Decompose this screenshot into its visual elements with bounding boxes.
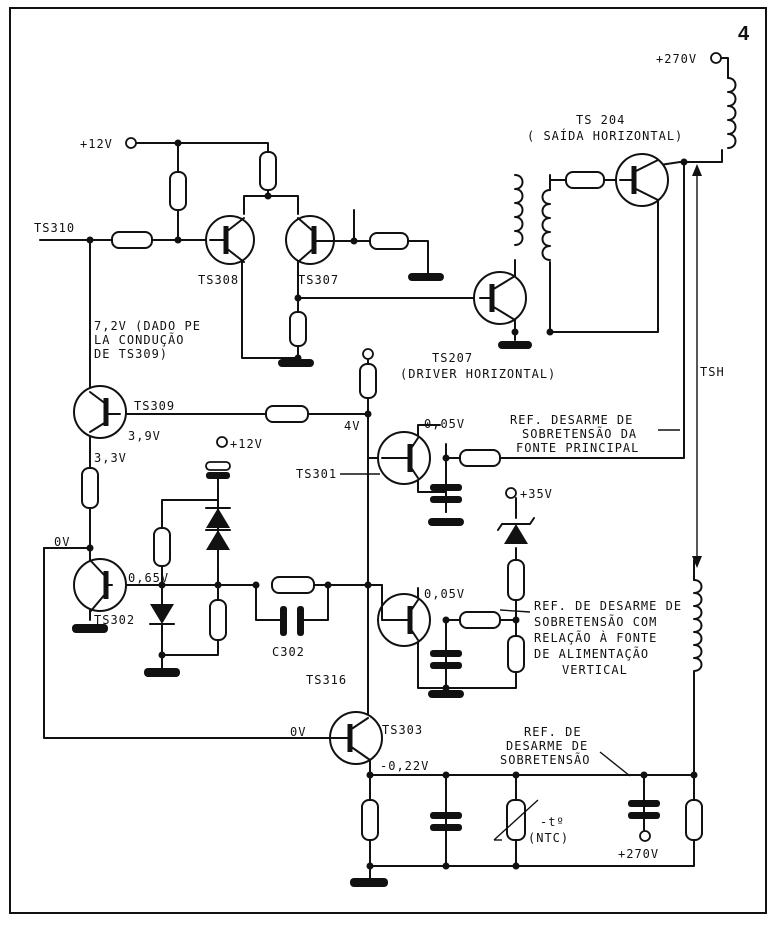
label-ts301: TS301 [296, 467, 337, 481]
resistor [265, 405, 309, 423]
label-ts307: TS307 [298, 273, 339, 287]
note-vert-5: VERTICAL [562, 663, 628, 677]
note-vert-4: DE ALIMENTAÇÃO [534, 646, 649, 661]
figure-frame [9, 7, 767, 914]
note-over-1: REF. DE [524, 725, 582, 739]
resistor [685, 799, 703, 841]
resistor [153, 527, 171, 567]
terminal-35v [505, 487, 517, 499]
label-ts207-desc: (DRIVER HORIZONTAL) [400, 367, 556, 381]
terminal-270v-bottom [639, 830, 651, 842]
label-neg022v: -0,22V [380, 759, 429, 773]
diodes [149, 489, 535, 641]
transistor-ts308 [205, 215, 255, 265]
label-35v: +35V [520, 487, 553, 501]
resistors [81, 151, 703, 841]
note-main-2: SOBRETENSÃO DA [522, 426, 637, 441]
label-ntc-1: -tº [540, 815, 565, 829]
label-0v-b: 0V [290, 725, 306, 739]
coils [514, 77, 737, 672]
note-vert-3: RELAÇÃO À FONTE [534, 630, 657, 645]
label-ts302: TS302 [94, 613, 135, 627]
transistor-ts309 [73, 385, 127, 439]
resistor [271, 576, 315, 594]
label-270v-top: +270V [656, 52, 697, 66]
resistor [459, 611, 501, 629]
note-main-3: FONTE PRINCIPAL [516, 441, 639, 455]
label-0v-a: 0V [54, 535, 70, 549]
label-ts310: TS310 [34, 221, 75, 235]
transistor-ts204 [615, 153, 669, 207]
label-ts204: TS 204 [576, 113, 625, 127]
transistor-ts303 [329, 711, 383, 765]
resistor [361, 799, 379, 841]
label-c302: C302 [272, 645, 305, 659]
resistor [259, 151, 277, 191]
tsh-arrow [692, 164, 702, 568]
note-over-3: SOBRETENSÃO [500, 752, 590, 767]
label-39v: 3,9V [128, 429, 161, 443]
resistor [507, 635, 525, 673]
resistor [81, 467, 99, 509]
label-4v: 4V [344, 419, 360, 433]
transistor-ts301 [377, 431, 431, 485]
label-ntc-2: (NTC) [528, 831, 569, 845]
resistor [289, 311, 307, 347]
resistor [359, 363, 377, 399]
label-12v-top: +12V [80, 137, 113, 151]
note-vert-2: SOBRETENSÃO COM [534, 614, 657, 629]
terminal-270v-top [710, 52, 722, 64]
label-72v-line2: LA CONDUÇÃO [94, 332, 184, 347]
note-main-1: REF. DESARME DE [510, 413, 633, 427]
resistor [507, 559, 525, 601]
label-ts204-desc: ( SAÍDA HORIZONTAL) [527, 128, 683, 143]
label-ts316: TS316 [306, 673, 347, 687]
transistor-ts316 [377, 584, 431, 647]
label-12v-mid: +12V [230, 437, 263, 451]
transistor-ts302 [73, 558, 127, 613]
label-270v-bottom: +270V [618, 847, 659, 861]
note-over-2: DESARME DE [506, 739, 588, 753]
resistor [459, 449, 501, 467]
resistor [209, 599, 227, 641]
label-ts303: TS303 [382, 723, 423, 737]
label-005v-a: 0,05V [424, 417, 465, 431]
transistor-ts307 [285, 215, 335, 265]
capacitors [205, 461, 660, 831]
resistor [369, 232, 409, 250]
resistor [169, 171, 187, 211]
label-005v-b: 0,05V [424, 587, 465, 601]
label-33v: 3,3V [94, 451, 127, 465]
figure-number: 4 [738, 23, 750, 45]
terminal-ts301-supply [362, 348, 374, 360]
resistor [111, 231, 153, 249]
grounds [72, 273, 532, 887]
label-ts207: TS207 [432, 351, 473, 365]
label-72v-line3: DE TS309) [94, 347, 168, 361]
labels: +270V TS 204 ( SAÍDA HORIZONTAL) +12V TS… [34, 52, 725, 861]
label-ts309: TS309 [134, 399, 175, 413]
terminal-12v-top [125, 137, 137, 149]
terminal-12v-mid [216, 436, 228, 448]
label-72v-line1: 7,2V (DADO PE [94, 319, 201, 333]
transistor-ts207 [473, 271, 527, 325]
label-065v: 0,65V [128, 571, 169, 585]
label-tsh: TSH [700, 365, 725, 379]
label-ts308: TS308 [198, 273, 239, 287]
resistor [565, 171, 605, 189]
note-vert-1: REF. DE DESARME DE [534, 599, 682, 613]
